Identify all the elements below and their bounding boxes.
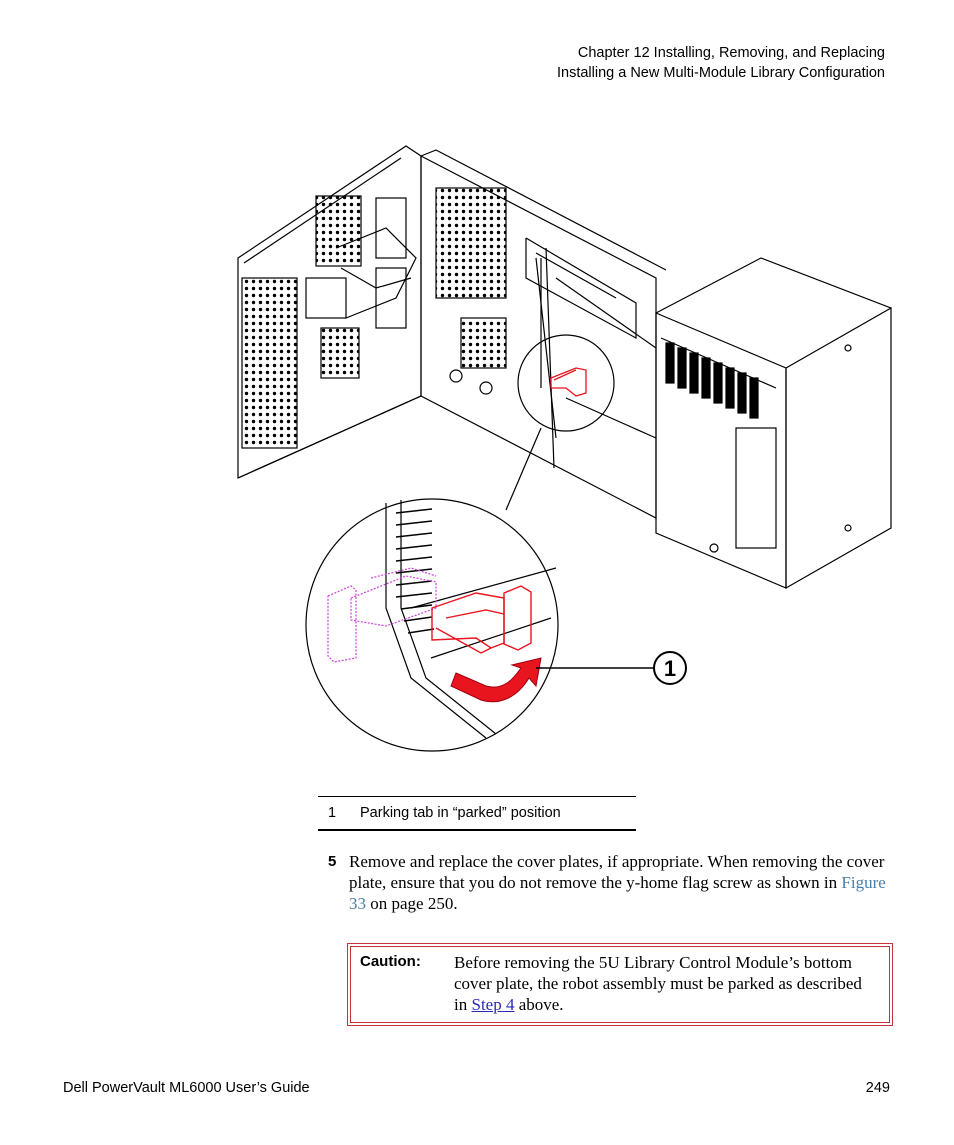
parking-tab-small — [550, 367, 587, 397]
callout-circle — [653, 651, 687, 685]
chapter-title: Chapter 12 Installing, Removing, and Rep… — [577, 45, 885, 61]
section-title: Installing a New Multi-Module Library Co… — [556, 65, 885, 81]
caution-text: Before removing the 5U Library Control M… — [454, 952, 874, 1015]
caution-label: Caution: — [360, 953, 421, 970]
running-header: Chapter 12 Installing, Removing, and Rep… — [557, 43, 885, 83]
legend-number: 1 — [328, 805, 337, 821]
library-parking-tab-figure: 1 — [236, 138, 896, 758]
module-door — [237, 145, 422, 479]
procedure-step: 5 Remove and replace the cover plates, i… — [328, 851, 888, 914]
step-text: Remove and replace the cover plates, if … — [349, 851, 888, 914]
figure-drawing: 1 — [237, 145, 892, 752]
caution-box-inner-border — [350, 946, 890, 1023]
step-4-link[interactable]: Step 4 — [471, 995, 515, 1014]
caution-box: Caution: Before removing the 5U Library … — [347, 943, 893, 1026]
footer-page-number: 249 — [865, 1080, 890, 1096]
direction-arrow — [450, 657, 542, 703]
detail-circle-small — [517, 334, 615, 432]
step-text-part: Remove and replace the cover plates, if … — [349, 852, 885, 892]
caution-text-part: above. — [514, 995, 564, 1014]
callout-number: 1 — [664, 656, 676, 681]
figure-cross-reference-link[interactable]: Figure 33 — [349, 873, 886, 913]
footer-guide-title: Dell PowerVault ML6000 User’s Guide — [63, 1080, 310, 1096]
library-module — [420, 149, 892, 590]
leader-line — [505, 427, 542, 511]
legend-text: Parking tab in “parked” position — [360, 805, 561, 821]
figure-legend: 1 Parking tab in “parked” position — [318, 796, 636, 831]
caution-text-part: Before removing the 5U Library Control M… — [454, 953, 862, 1014]
step-text-part: on page 250. — [366, 894, 458, 913]
step-number: 5 — [328, 853, 337, 870]
detail-circle-large — [305, 498, 559, 752]
